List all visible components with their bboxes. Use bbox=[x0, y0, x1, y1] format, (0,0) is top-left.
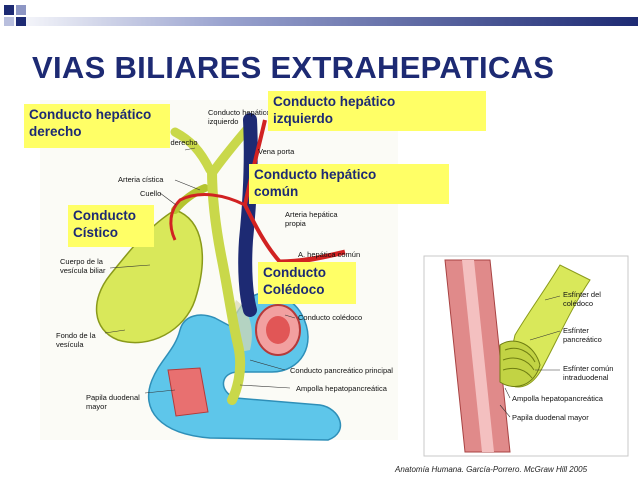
pointer-lines bbox=[104, 147, 296, 394]
cystic-artery-shape bbox=[169, 193, 246, 241]
duodenum-window bbox=[167, 367, 209, 417]
anat-label-coledoco: Conducto colédoco bbox=[298, 313, 363, 322]
common-hepatic-artery-shape bbox=[279, 249, 346, 265]
gallbladder-shape bbox=[95, 209, 204, 344]
anat-label-pancreatico: Conducto pancreático principal bbox=[290, 366, 393, 375]
portal-vein-shape bbox=[238, 113, 258, 317]
inset-label-papila: Papila duodenal mayor bbox=[512, 413, 589, 422]
inset-label-ampolla: Ampolla hepatopancreática bbox=[512, 394, 603, 403]
inset-sphincter-rings bbox=[502, 347, 536, 379]
right-hepatic-duct-shape bbox=[170, 127, 215, 175]
anat-label-vena-porta: Vena porta bbox=[258, 147, 295, 156]
duodenum-lumen-inner bbox=[266, 316, 290, 344]
citation: Anatomía Humana. García-Porrero. McGraw … bbox=[395, 465, 588, 474]
anat-label-arteria-cistica: Arteria cística bbox=[118, 175, 164, 184]
header-decoration bbox=[0, 0, 638, 30]
common-bile-duct-shape bbox=[207, 165, 246, 405]
inset-pointer-lines bbox=[499, 295, 561, 418]
duodenal-wall-stripe bbox=[462, 260, 494, 452]
anat-label-ampolla: Ampolla hepatopancreática bbox=[296, 384, 387, 393]
header-bar-graphic bbox=[0, 5, 638, 26]
anat-label-cuello: Cuello bbox=[140, 189, 162, 198]
anat-label-a-hep-comun: A. hepática común bbox=[298, 250, 361, 259]
page-title: VIAS BILIARES EXTRAHEPATICAS bbox=[32, 50, 555, 85]
